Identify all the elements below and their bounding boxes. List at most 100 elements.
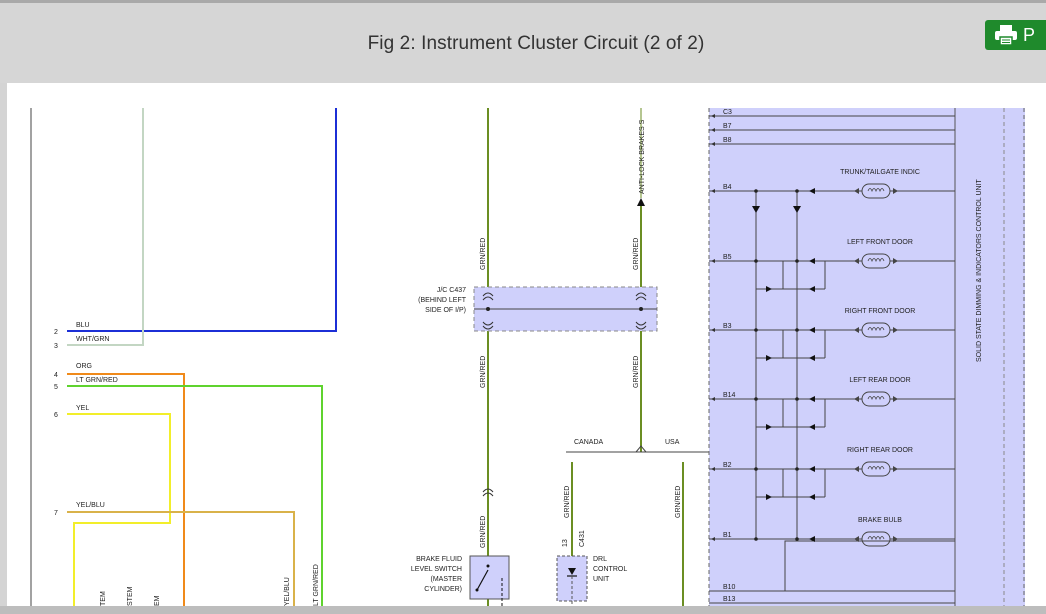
pin-label: B1 [723,532,732,539]
diode-icon [568,568,576,575]
junction-dot [486,307,490,311]
pin-number: 7 [54,510,58,517]
pin-label: B13 [723,596,736,603]
connector-symbol [635,321,647,330]
split-notch [635,445,647,453]
indicator-label: LEFT REAR DOOR [849,377,910,384]
wire-label: LT GRN/RED [76,377,118,384]
diode-icon [752,206,760,213]
indicator-label: RIGHT REAR DOOR [847,447,913,454]
brake-fluid-switch-box [469,555,510,600]
indicator-label: BRAKE BULB [858,517,902,524]
connector-symbol [482,321,494,330]
pin-arrow-icon [893,396,898,402]
drl-label: CONTROL [593,566,627,573]
wire-label: GRN/RED [633,356,640,388]
pin-number: 3 [54,343,58,350]
junction-dot [754,467,758,471]
pin-arrow-icon [893,188,898,194]
pin-label: B3 [723,323,732,330]
pin-number: 2 [54,329,58,336]
pin-label: B8 [723,137,732,144]
drl-pin: 13 [562,539,569,547]
wire-org [67,373,185,606]
arrow-up-icon [637,198,645,206]
bottom-label: STEM [127,586,134,606]
diode-icon [809,396,815,402]
junction-dot [639,307,643,311]
canada-label: CANADA [574,439,604,446]
pin-arrow-icon [711,259,715,263]
bottom-label: YEL/BLU [284,577,291,606]
center-section: ANTI-LOCK BRAKES S J/C C437 (BEHIND LEFT… [411,108,710,606]
pin-label: B7 [723,123,732,130]
brake-fluid-label: BRAKE FLUID [416,556,462,563]
bulb-filament [867,327,885,332]
pin-label: B2 [723,462,732,469]
diode-icon [766,424,772,430]
pin-arrow-icon [854,327,859,333]
pin-label: C3 [723,109,732,116]
pin-arrow-icon [711,397,715,401]
brake-bulb-return [784,540,955,591]
junction-dot [754,328,758,332]
diode-icon [809,424,815,430]
diode-icon [809,536,815,542]
diode-icon [766,494,772,500]
connector-symbol [482,488,494,497]
title-bar: Fig 2: Instrument Cluster Circuit (2 of … [0,0,1046,83]
indicator-label: TRUNK/TAILGATE INDIC [840,169,920,176]
pin-arrow-icon [711,114,715,118]
junction-dot [754,537,758,541]
print-button[interactable]: P [985,20,1046,50]
pin-arrow-icon [711,537,715,541]
diode-branch [782,330,826,358]
drl-label: UNIT [593,576,610,583]
wire-label: GRN/RED [633,238,640,270]
diode-icon [809,355,815,361]
bottom-label: TEM [100,591,107,606]
junction-dot [795,467,799,471]
brake-fluid-label: LEVEL SWITCH [411,566,462,573]
diode-icon [809,286,815,292]
pin-arrow-icon [711,328,715,332]
wire-blu [67,108,337,332]
indicator-label: LEFT FRONT DOOR [847,239,913,246]
pin-arrow-icon [711,467,715,471]
drl-connector: C431 [579,530,586,547]
pin-arrow-icon [711,189,715,193]
wire-label: GRN/RED [480,238,487,270]
pin-arrow-icon [893,258,898,264]
junction-dot [795,189,799,193]
brake-fluid-label: (MASTER [431,576,463,583]
diode-branch [782,399,826,427]
diagram-sheet: 2 BLU 3 WHT/GRN 4 ORG 5 LT GRN/RED 6 YEL… [7,83,1046,606]
pin-arrow-icon [854,396,859,402]
printer-icon [995,25,1017,45]
diode-icon [809,494,815,500]
bottom-label: LT GRN/RED [313,564,320,606]
pin-arrow-icon [711,128,715,132]
pin-arrow-icon [854,466,859,472]
junction-label: SIDE OF I/P) [425,307,466,314]
wire-wht-grn [67,108,144,346]
wire-yel-blu [67,511,295,606]
pin-number: 5 [54,384,58,391]
wire-label: YEL [76,405,89,412]
pin-arrow-icon [854,188,859,194]
junction-dot [795,259,799,263]
switch-dot [475,588,479,592]
indicator-label: RIGHT FRONT DOOR [845,308,916,315]
pin-label: B14 [723,392,736,399]
bulb-filament [867,396,885,401]
module-name: SOLID STATE DIMMING & INDICATORS CONTROL… [976,178,983,362]
wire-label: GRN/RED [480,516,487,548]
wire-yel [67,413,171,606]
diode-icon [766,286,772,292]
pin-label: B4 [723,184,732,191]
switch-contact [476,569,489,591]
diode-icon [809,327,815,333]
wire-label: YEL/BLU [76,502,105,509]
wire-label: GRN/RED [675,486,682,518]
junction-dot [795,328,799,332]
